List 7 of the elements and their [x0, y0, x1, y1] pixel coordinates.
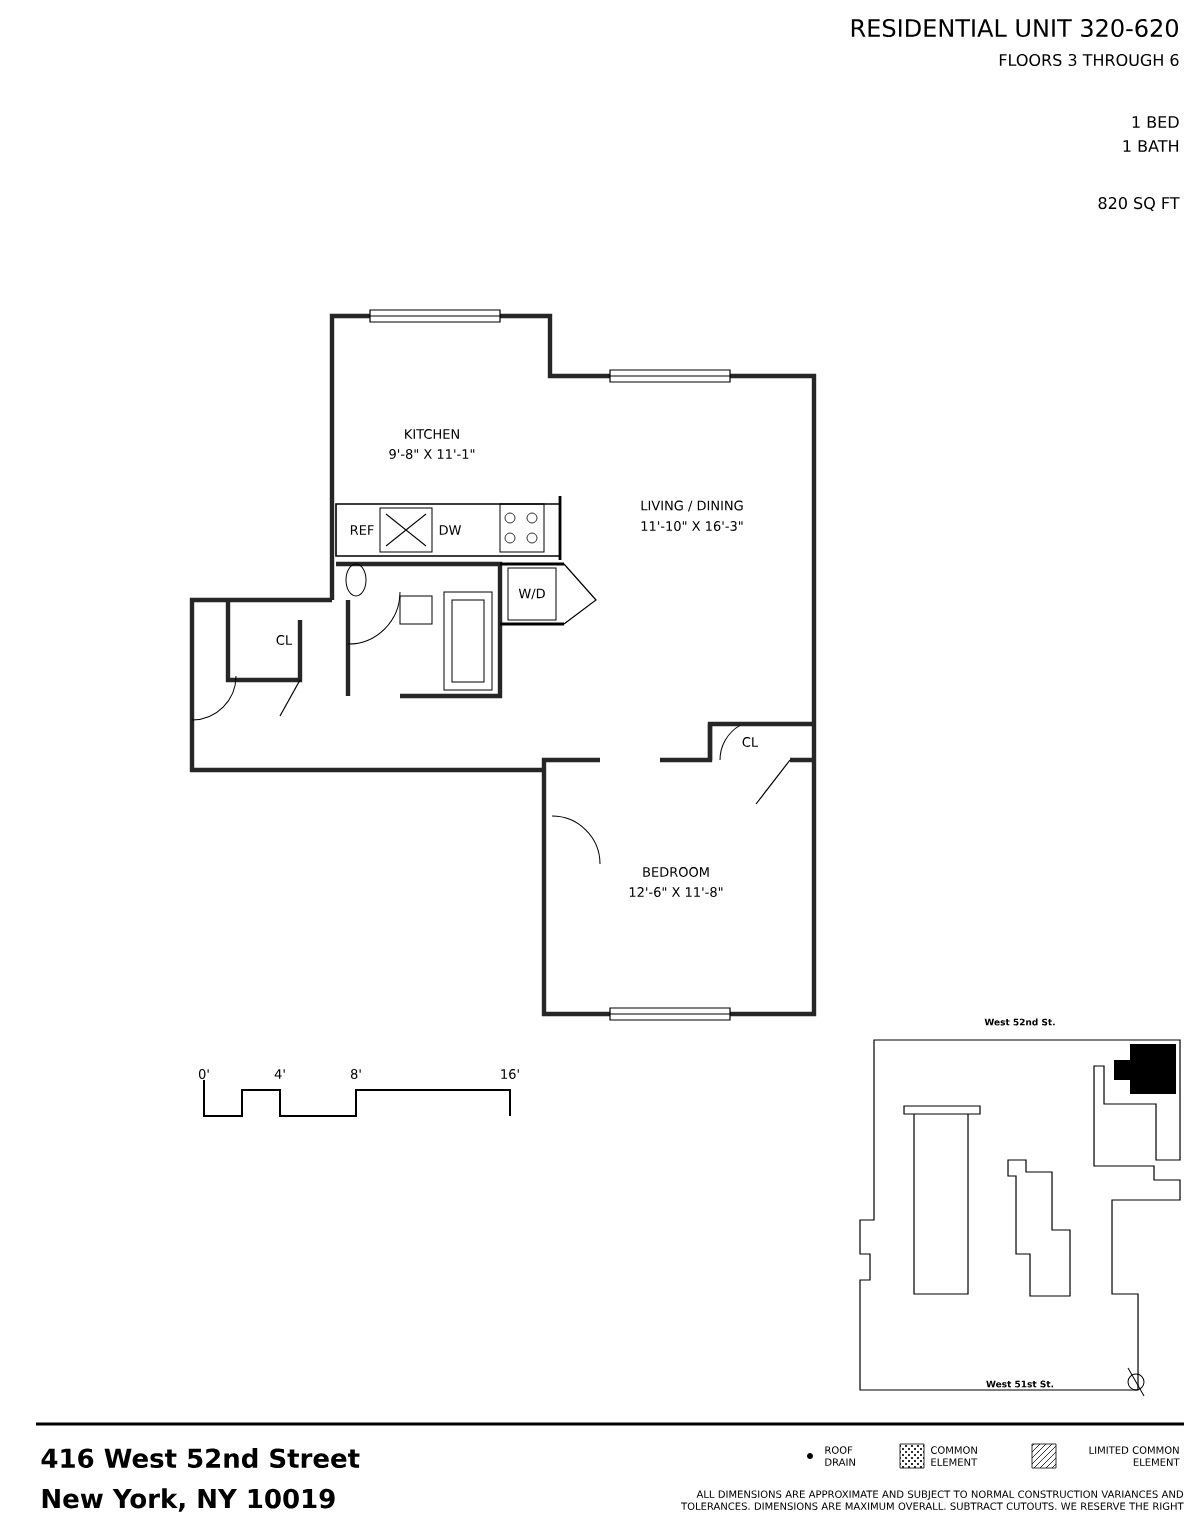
address-line: New York, NY 10019 [42, 1488, 335, 1512]
floor-count: FLOORS 3 THROUGH 6 [999, 53, 1179, 67]
area-label: 820 SQ FT [1098, 197, 1180, 211]
bed-count: 1 BED [1132, 116, 1179, 128]
address-line: 416 West 52nd Street [41, 1447, 360, 1469]
title: RESIDENTIAL UNIT 320-620 [851, 18, 1178, 38]
bath-count: 1 BATH [1123, 140, 1179, 152]
